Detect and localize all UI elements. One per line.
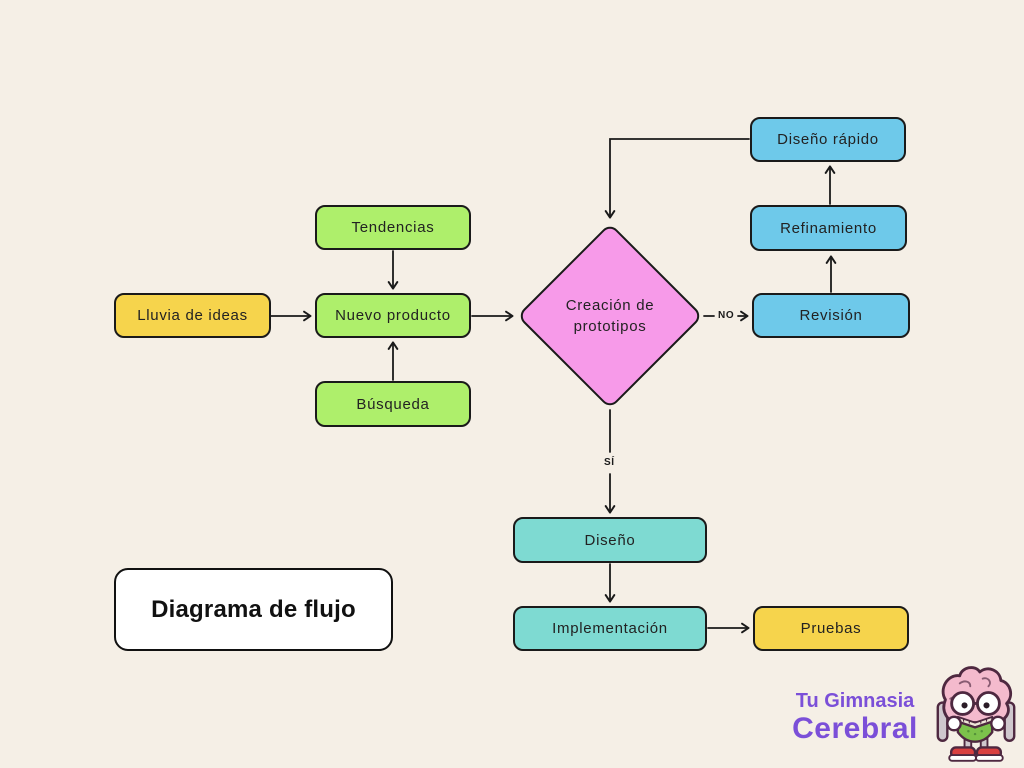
diagram-title: Diagrama de flujo bbox=[151, 595, 356, 623]
node-revision[interactable]: Revisión bbox=[752, 293, 910, 338]
node-label: Búsqueda bbox=[356, 395, 430, 413]
node-tendencias[interactable]: Tendencias bbox=[315, 205, 471, 250]
diagram-title-box[interactable]: Diagrama de flujo bbox=[114, 568, 393, 651]
brand-logo-line2: Cerebral bbox=[792, 712, 918, 745]
brain-mascot-icon bbox=[936, 666, 1016, 762]
node-label: Revisión bbox=[799, 307, 863, 324]
node-lluvia-de-ideas[interactable]: Lluvia de ideas bbox=[114, 293, 271, 338]
node-label: Diseño rápido bbox=[777, 131, 879, 148]
node-label: Creación de prototipos bbox=[565, 297, 655, 335]
node-label: Lluvia de ideas bbox=[137, 307, 248, 324]
node-label: Implementación bbox=[552, 620, 668, 637]
node-implementacion[interactable]: Implementación bbox=[513, 606, 707, 651]
node-label: Refinamiento bbox=[780, 219, 877, 237]
brand-logo: Tu Gimnasia Cerebral bbox=[780, 690, 930, 745]
node-label: Nuevo producto bbox=[335, 307, 451, 324]
node-nuevo-producto[interactable]: Nuevo producto bbox=[315, 293, 471, 338]
edge-label-no: NO bbox=[718, 310, 735, 321]
node-refinamiento[interactable]: Refinamiento bbox=[750, 205, 907, 251]
node-label: Tendencias bbox=[351, 219, 435, 236]
node-busqueda[interactable]: Búsqueda bbox=[315, 381, 471, 427]
node-label: Diseño bbox=[584, 531, 636, 549]
node-pruebas[interactable]: Pruebas bbox=[753, 606, 909, 651]
edge-label-si: SÍ bbox=[604, 457, 615, 468]
node-diseno[interactable]: Diseño bbox=[513, 517, 707, 563]
brand-logo-line1: Tu Gimnasia bbox=[795, 690, 915, 712]
node-label: Pruebas bbox=[800, 620, 862, 637]
node-diseno-rapido[interactable]: Diseño rápido bbox=[750, 117, 906, 162]
